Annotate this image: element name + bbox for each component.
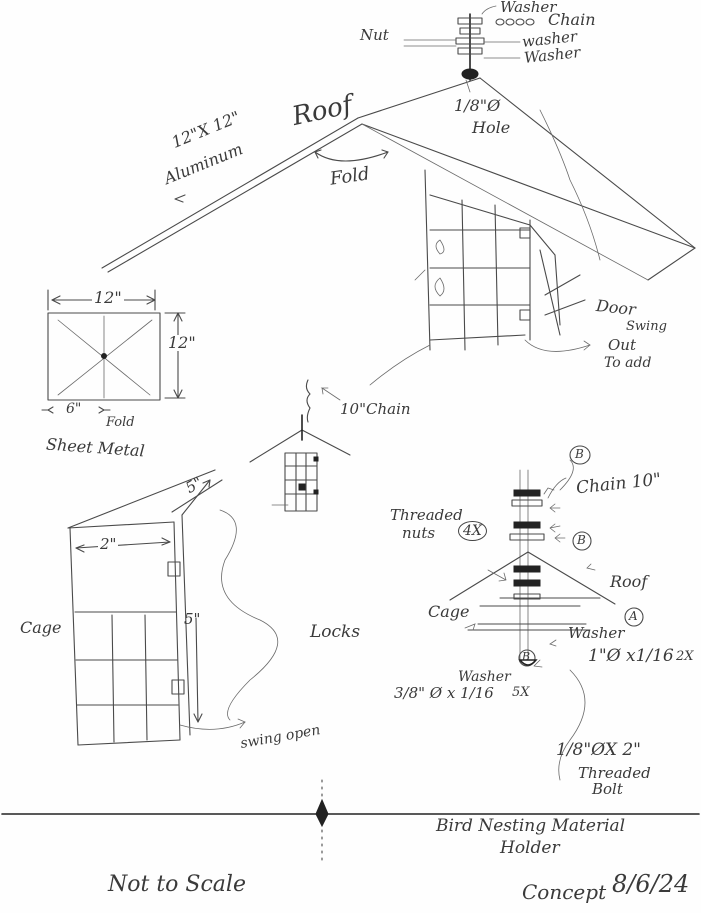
not-to-scale-note: Not to Scale xyxy=(108,872,246,897)
concept-date: 8/6/24 xyxy=(612,870,690,898)
swing-label: Swing xyxy=(626,319,667,334)
threaded-nuts-label: Threaded xyxy=(390,506,463,524)
fold-arrows xyxy=(174,149,389,203)
washer-b-label: Washer xyxy=(458,669,511,685)
washer-b-spec: 3/8" Ø x 1/16 xyxy=(394,684,494,702)
exploded-assembly xyxy=(449,445,644,781)
washer-a-spec: 1"Ø x1/16 xyxy=(588,646,674,666)
marker-a: A xyxy=(629,609,638,623)
nuts-count: 4X xyxy=(458,521,487,541)
footer-rule xyxy=(1,779,700,861)
washer-a-label: Washer xyxy=(568,624,625,642)
exploded-cage-label: Cage xyxy=(428,602,470,621)
cage-height-dim: 5" xyxy=(184,610,201,628)
marker-b-top: B xyxy=(575,447,584,461)
sheet-width-dim: 12" xyxy=(92,288,124,307)
washer-b-count: 5X xyxy=(512,685,530,700)
bolt-label: Threaded xyxy=(578,764,651,782)
sheet-height-dim: 12" xyxy=(168,333,196,352)
footer-title-line-2: Holder xyxy=(500,838,560,858)
sheet-metal-square xyxy=(41,289,186,414)
small-chain-label: 10"Chain xyxy=(340,400,411,418)
washer-b-marker: B xyxy=(522,650,531,663)
to-add-label: To add xyxy=(604,355,652,371)
chain-top-label: Chain xyxy=(548,10,596,29)
cage-width-dim: 2" xyxy=(98,535,119,553)
sheet-fold-label: Fold xyxy=(106,415,135,430)
threaded-nuts-label-2: nuts xyxy=(402,524,436,542)
concept-label: Concept xyxy=(522,880,607,904)
hole-size-label: 1/8"Ø xyxy=(454,96,501,115)
marker-b-mid: B xyxy=(577,533,586,547)
door-label: Door xyxy=(595,295,637,320)
small-assembly xyxy=(249,379,351,512)
sheet-half-dim: 6" xyxy=(66,401,82,417)
bolt-label-2: Bolt xyxy=(592,780,623,798)
footer-title-line-1: Bird Nesting Material xyxy=(436,816,626,836)
bolt-spec: 1/8"ØX 2" xyxy=(556,740,641,760)
out-label: Out xyxy=(608,336,636,354)
hole-label: Hole xyxy=(472,118,511,137)
washer-top-label: Washer xyxy=(500,0,557,16)
exploded-roof-label: Roof xyxy=(610,572,648,591)
cage-label: Cage xyxy=(20,618,62,637)
roof-panel xyxy=(101,77,696,281)
nut-label: Nut xyxy=(360,26,389,44)
roof-cage-sketch xyxy=(369,169,591,386)
top-hardware-stack xyxy=(403,5,601,261)
washer-a-count: 2X xyxy=(676,649,694,664)
cage-box xyxy=(67,469,278,746)
locks-label: Locks xyxy=(310,622,361,642)
